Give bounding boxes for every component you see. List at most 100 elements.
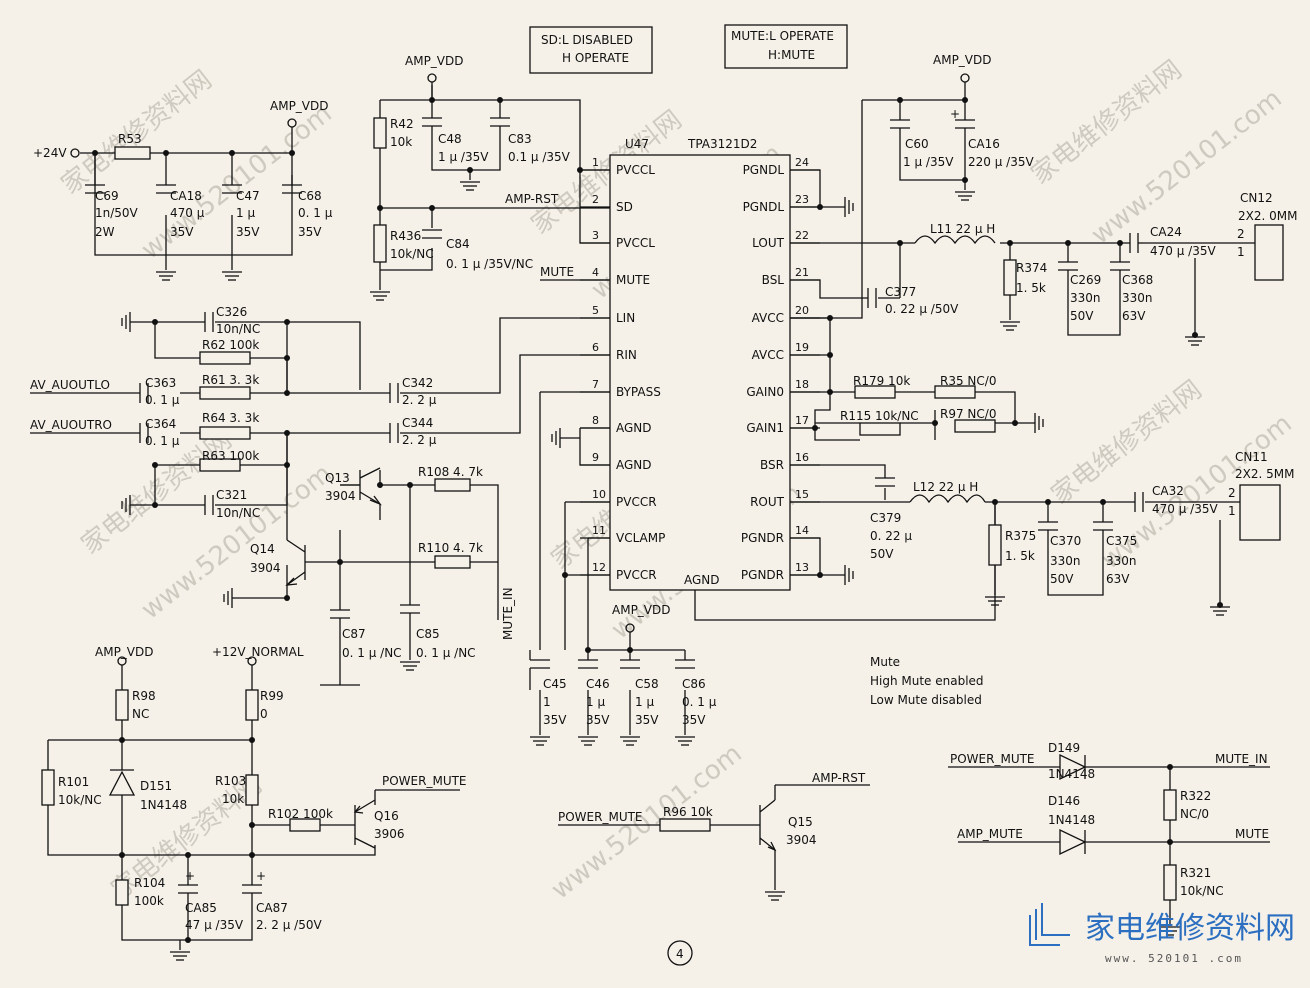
label-ca24: CA24 xyxy=(1150,225,1182,239)
ground-icon xyxy=(619,736,641,746)
label-r436: R436 xyxy=(390,229,421,243)
junction-dot xyxy=(377,205,383,211)
capacitor-c269 xyxy=(1058,261,1078,280)
ground-icon xyxy=(399,661,421,671)
pin-name: PGNDR xyxy=(741,531,784,545)
ground-icon xyxy=(169,951,191,961)
label-r374v: 1. 5k xyxy=(1016,281,1046,295)
resistor-r322 xyxy=(1163,789,1177,821)
label-r62: R62 100k xyxy=(202,338,259,352)
pin-name: SD xyxy=(616,200,633,214)
junction-dot xyxy=(992,499,998,505)
label-r99v: 0 xyxy=(260,707,268,721)
label-c368: C368 xyxy=(1122,273,1153,287)
label-d146: D146 xyxy=(1048,794,1080,808)
pin-name: AGND xyxy=(616,458,652,472)
ground-icon xyxy=(844,564,854,586)
label-q14: Q14 xyxy=(250,542,275,556)
label-r104v: 100k xyxy=(134,894,164,908)
label-c45: C45 xyxy=(543,677,567,691)
label-c46v: 1 μ xyxy=(586,695,605,709)
label-l11: L11 22 μ H xyxy=(930,222,995,236)
label-r115: R115 10k/NC xyxy=(840,409,919,423)
transistor-q14 xyxy=(286,539,306,586)
label-c87: C87 xyxy=(342,627,366,641)
pin-name: MUTE xyxy=(616,273,650,287)
pin-number: 22 xyxy=(795,229,809,242)
junction-dot xyxy=(152,502,158,508)
pin-number: 19 xyxy=(795,341,809,354)
label-c375w: 63V xyxy=(1106,572,1130,586)
diode-d149 xyxy=(1059,753,1087,781)
capacitor-c87 xyxy=(330,609,350,640)
resistor-r99 xyxy=(245,689,259,721)
terminal-amp-vdd-icon xyxy=(625,623,635,633)
ground-icon xyxy=(369,291,391,301)
ground-icon xyxy=(1209,606,1231,616)
label-c344: C344 xyxy=(402,416,433,430)
junction-dot xyxy=(377,482,383,488)
pin-number: 8 xyxy=(592,414,599,427)
ground-icon xyxy=(1184,336,1206,346)
label-r98v: NC xyxy=(132,707,149,721)
capacitor-c60 xyxy=(890,119,910,150)
terminal-amp-vdd-icon xyxy=(117,656,127,666)
pin-number: 18 xyxy=(795,378,809,391)
ground-icon xyxy=(551,427,561,449)
label-c379: C379 xyxy=(870,511,901,525)
junction-dot xyxy=(932,420,938,426)
mute-note-box xyxy=(724,24,848,69)
label-c321v: 10n/NC xyxy=(216,506,260,520)
label-d151: D151 xyxy=(140,779,172,793)
site-logo: 家电维修资料网 www. 520101 .com xyxy=(1029,903,1295,965)
junction-dot xyxy=(284,462,290,468)
net-amp-vdd-label: AMP_VDD xyxy=(612,603,671,617)
capacitor-c47 xyxy=(222,184,242,194)
pin-name: PVCCR xyxy=(616,495,657,509)
net-24v-label: +24V xyxy=(33,146,67,160)
label-r102: R102 100k xyxy=(268,807,333,821)
junction-dot xyxy=(467,167,473,173)
transistor-q15 xyxy=(759,799,776,851)
junction-dot xyxy=(962,97,968,103)
label-c375: C375 xyxy=(1106,534,1137,548)
label-ca87v: 2. 2 μ /50V xyxy=(256,918,322,932)
polarity-plus-icon: + xyxy=(256,869,266,883)
label-r98: R98 xyxy=(132,689,156,703)
terminal-24v-icon xyxy=(70,148,80,158)
pin-name: RIN xyxy=(616,348,637,362)
label-c379v: 0. 22 μ xyxy=(870,529,912,543)
capacitor-c58 xyxy=(620,659,640,669)
resistor-r101 xyxy=(41,769,55,806)
label-ca87: CA87 xyxy=(256,901,288,915)
label-c46: C46 xyxy=(586,677,610,691)
label-cn11p2: 2 xyxy=(1228,486,1236,500)
mute-legend-high: High Mute enabled xyxy=(870,674,984,688)
resistor-r115 xyxy=(859,422,901,436)
label-q16v: 3906 xyxy=(374,827,405,841)
label-d149: D149 xyxy=(1048,741,1080,755)
label-r35: R35 NC/0 xyxy=(940,374,996,388)
label-d146v: 1N4148 xyxy=(1048,813,1095,827)
label-c45w: 35V xyxy=(543,713,567,727)
amplifier-chip xyxy=(609,154,791,591)
capacitor-c46 xyxy=(578,659,598,669)
label-c47w: 35V xyxy=(236,225,260,239)
label-ca85: CA85 xyxy=(185,901,217,915)
resistor-r53 xyxy=(114,146,151,160)
label-c379w: 50V xyxy=(870,547,894,561)
label-c69w: 2W xyxy=(95,225,115,239)
capacitor-c48 xyxy=(422,117,442,145)
resistor-r436 xyxy=(373,224,387,263)
ground-icon xyxy=(844,196,854,218)
chip-ref: U47 xyxy=(625,137,649,151)
label-r97: R97 NC/0 xyxy=(940,407,996,421)
net-mute-label: MUTE xyxy=(540,265,574,279)
label-ca24v: 470 μ /35V xyxy=(1150,244,1216,258)
label-ca16v: 220 μ /35V xyxy=(968,155,1034,169)
junction-dot xyxy=(897,97,903,103)
connector-cn12 xyxy=(1254,224,1284,281)
net-amp-rst-label: AMP-RST xyxy=(505,192,559,206)
